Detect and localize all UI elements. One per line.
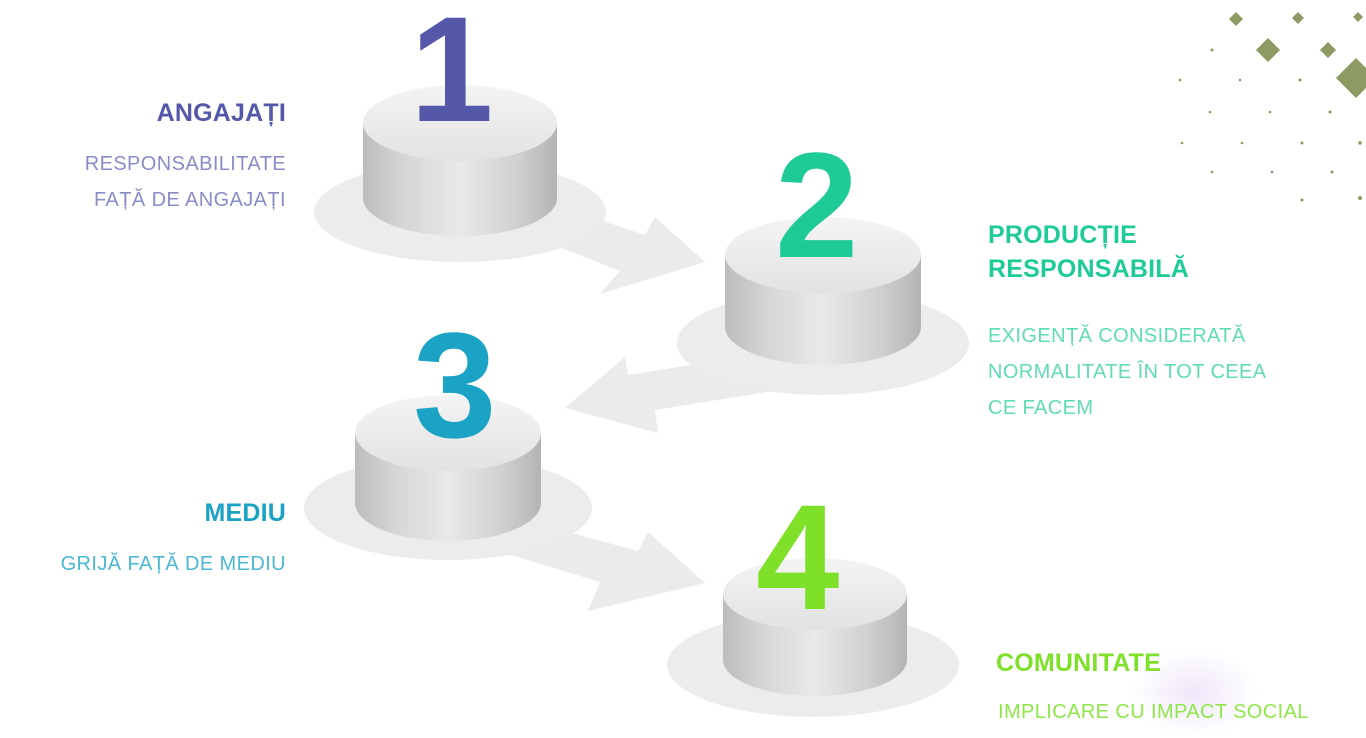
pedestal-4 <box>667 558 959 717</box>
pedestal-2 <box>677 217 969 395</box>
step-1-title: ANGAJAȚI <box>156 99 286 127</box>
step-1-description-line: RESPONSABILITATE <box>84 153 286 175</box>
step-4-title: COMUNITATE <box>996 649 1161 677</box>
pedestal-3 <box>304 395 592 560</box>
step-1-description: RESPONSABILITATE FAȚĂ DE ANGAJAȚI <box>85 146 286 218</box>
diamond-dot-pattern-icon <box>1178 12 1366 202</box>
step-4-description-line: IMPLICARE CU IMPACT SOCIAL <box>998 701 1309 723</box>
step-1-description-line: FAȚĂ DE ANGAJAȚI <box>94 189 286 211</box>
step-2-title-line: RESPONSABILĂ <box>988 255 1190 283</box>
step-2-description-line: CE FACEM <box>988 397 1094 419</box>
pedestal-4-top <box>723 558 907 630</box>
step-3-description: GRIJĂ FAȚĂ DE MEDIU <box>61 546 286 582</box>
step-2-description-line: EXIGENȚĂ CONSIDERATĂ <box>988 325 1246 347</box>
step-2-title-line: PRODUCȚIE <box>988 221 1138 249</box>
step-2-description: EXIGENȚĂ CONSIDERATĂ NORMALITATE ÎN TOT … <box>988 318 1267 426</box>
step-2-number: 2 <box>775 121 859 289</box>
step-3-title: MEDIU <box>204 499 286 527</box>
step-2-title: PRODUCȚIE RESPONSABILĂ <box>988 218 1189 286</box>
pedestal-3-top <box>355 395 541 471</box>
pedestal-1-top <box>363 85 557 161</box>
background-glow <box>1130 648 1260 738</box>
step-4-number: 4 <box>756 473 840 641</box>
step-1-number: 1 <box>410 0 494 153</box>
step-3-description-line: GRIJĂ FAȚĂ DE MEDIU <box>60 553 286 575</box>
step-4-description: IMPLICARE CU IMPACT SOCIAL <box>998 694 1309 730</box>
pedestal-1 <box>314 85 606 262</box>
step-3-number: 3 <box>413 301 497 469</box>
step-2-description-line: NORMALITATE ÎN TOT CEEA <box>988 361 1267 383</box>
pedestal-2-top <box>725 217 921 293</box>
